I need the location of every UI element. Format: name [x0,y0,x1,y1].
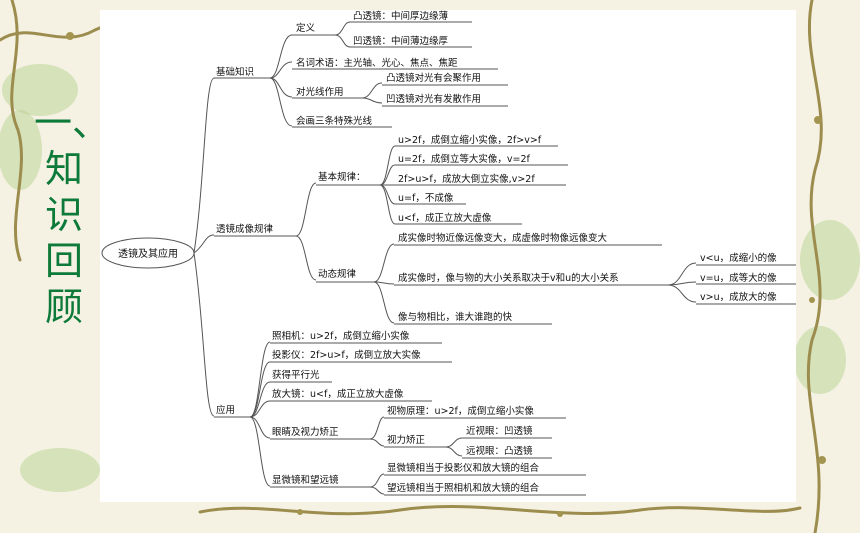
basic-rule-item: 2f>u>f，成放大倒立实像,v>2f [398,173,535,185]
scope-label: 显微镜和望远镜 [272,474,339,486]
basics-label: 基础知识 [216,66,254,78]
basic-rule-item: u<f，成正立放大虚像 [398,212,492,224]
magnifier-node: 放大镜：u<f，成正立放大虚像 [272,388,404,400]
right-vine-border [806,0,826,533]
relation-item: v<u，成缩小的像 [700,252,777,264]
bottom-vine-border [198,505,802,517]
vision-correction-item: 远视眼：凸透镜 [466,445,533,457]
relation-item: v>u，成放大的像 [700,291,777,303]
root-node: 透镜及其应用 [101,237,195,269]
definition-label: 定义 [296,22,316,34]
camera-node: 照相机：u>2f，成倒立缩小实像 [272,330,410,342]
title-char: 顾 [44,285,83,329]
vision-correction-label: 视力矫正 [387,434,426,446]
branch-imaging: 透镜成像规律 基本规律： u>2f，成倒立缩小实像，2f>v>f u=2f，成倒… [214,134,796,325]
root-label: 透镜及其应用 [118,247,178,260]
projector-node: 投影仪：2f>u>f，成倒立放大实像 [272,349,421,361]
imaging-label: 透镜成像规律 [216,223,274,235]
terms-node: 名词术语：主光轴、光心、焦点、焦距 [296,57,458,69]
basic-rule-item: u=f，不成像 [398,192,454,204]
title-char: 知 [44,147,83,191]
dynamic-rule-item: 成实像时，像与物的大小关系取决于v和u的大小关系 [398,272,619,284]
basic-rule-item: u=2f，成倒立等大实像，v=2f [398,153,530,165]
left-vine-border [10,0,23,262]
eye-label: 眼睛及视力矫正 [272,426,339,438]
basic-rule-label: 基本规律： [318,171,366,183]
light-item: 凹透镜对光有发散作用 [386,93,481,105]
scope-item: 显微镜相当于投影仪和放大镜的组合 [387,462,540,474]
mindmap-panel [100,10,796,502]
dynamic-rule-label: 动态规律 [318,268,357,280]
parallel-light-node: 获得平行光 [272,369,320,381]
light-label: 对光线作用 [296,86,344,98]
title-char: 回 [44,239,83,283]
definition-item: 凸透镜：中间厚边缘薄 [353,10,449,22]
eye-principle-node: 视物原理：u>2f，成倒立缩小实像 [387,405,534,417]
relation-item: v=u，成等大的像 [700,272,777,284]
scope-item: 望远镜相当于照相机和放大镜的组合 [387,482,540,494]
title-char: 识 [44,193,83,237]
light-item: 凸透镜对光有会聚作用 [386,72,481,84]
basic-rule-item: u>2f，成倒立缩小实像，2f>v>f [398,134,542,146]
definition-item: 凹透镜：中间薄边缘厚 [353,35,449,47]
branch-application: 应用 照相机：u>2f，成倒立缩小实像 投影仪：2f>u>f，成倒立放大实像 获… [214,330,586,496]
dynamic-rule-item: 成实像时物近像远像变大，成虚像时物像远像变大 [398,232,608,244]
dynamic-rule-item: 像与物相比，谁大谁跑的快 [398,311,513,323]
application-label: 应用 [216,404,235,416]
branch-basics: 基础知识 定义 凸透镜：中间厚边缘薄 凹透镜：中间薄边缘厚 名词术语：主光轴、光… [214,10,508,128]
rays-node: 会画三条特殊光线 [296,115,373,127]
branch-connectors [193,77,215,417]
vision-correction-item: 近视眼：凹透镜 [466,425,533,437]
